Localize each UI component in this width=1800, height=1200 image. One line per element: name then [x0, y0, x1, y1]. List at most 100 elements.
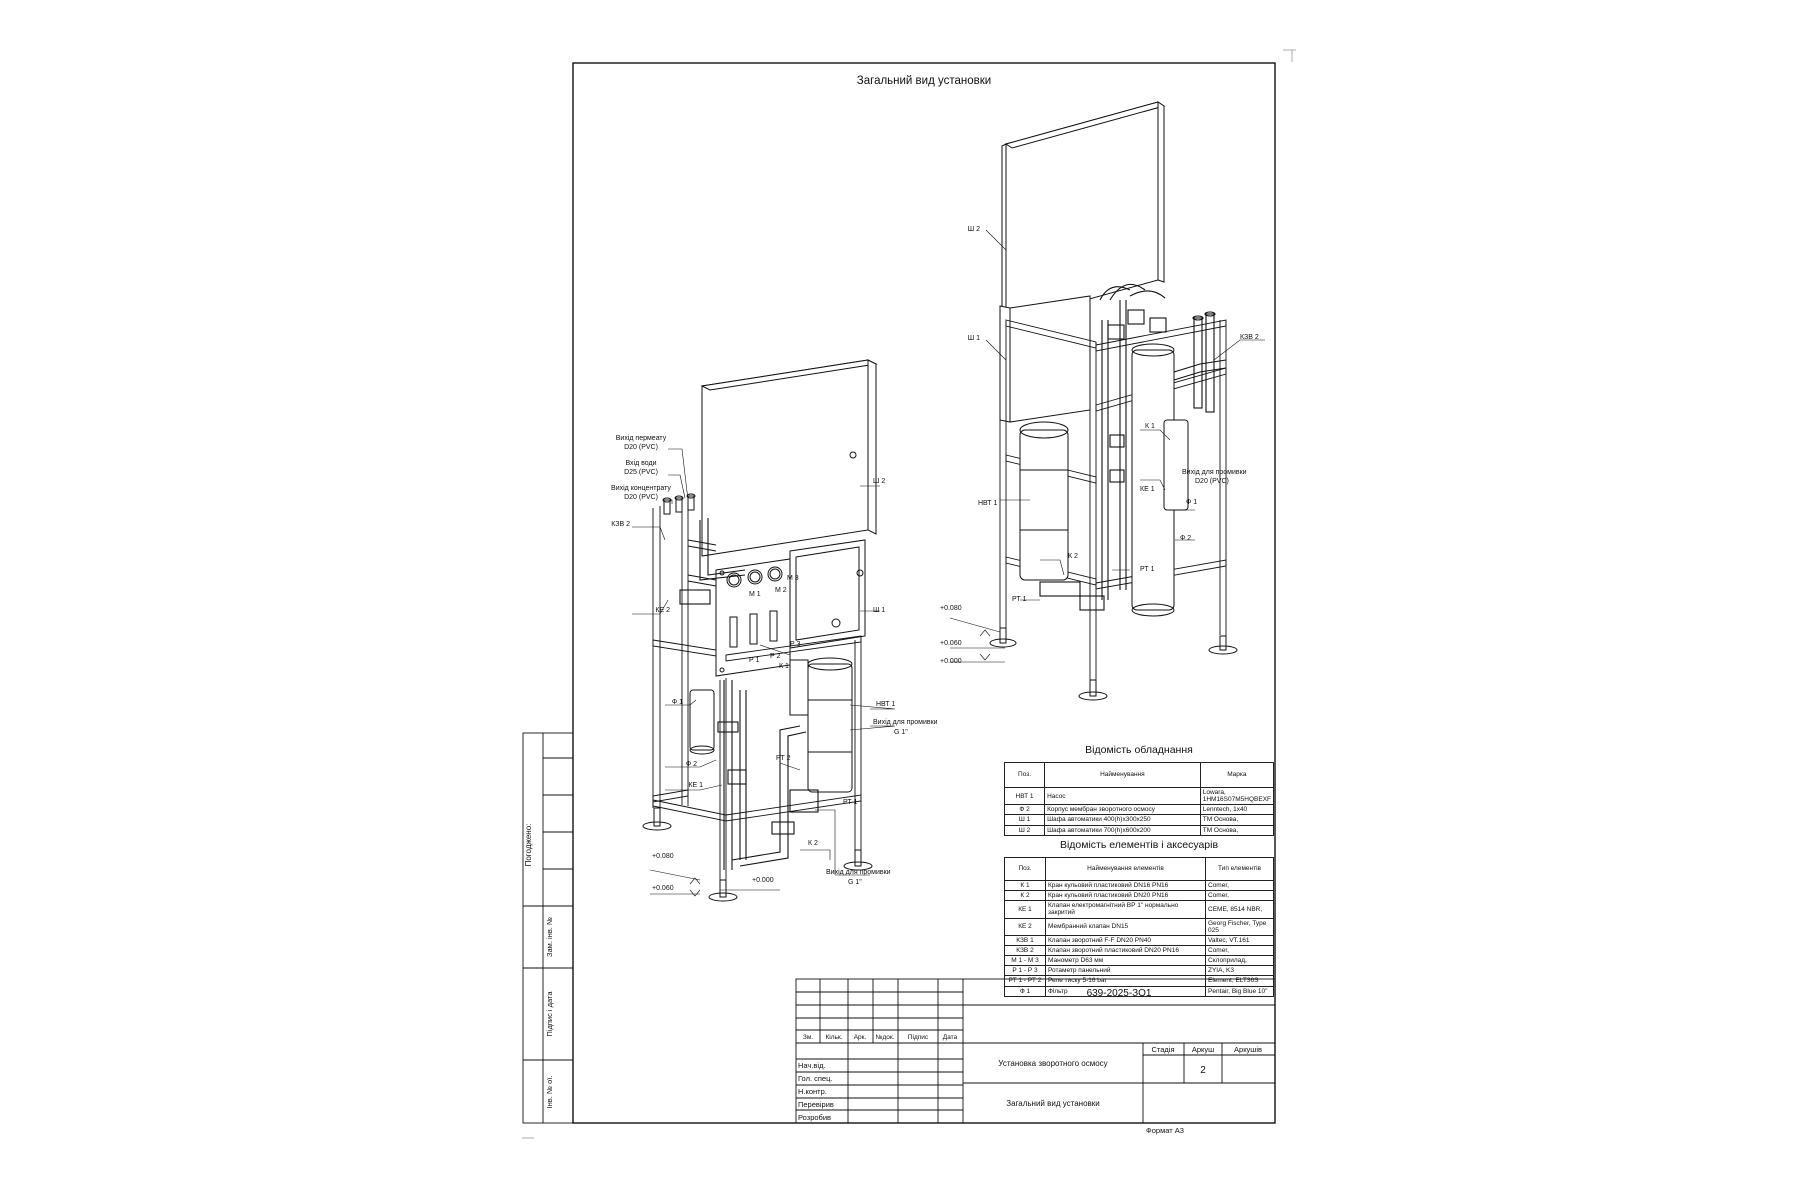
label-k2-right: К 2	[1068, 553, 1078, 560]
side-replace-inv-label: Зам. інв. №	[545, 917, 554, 957]
side-agreed-label: Погоджено:	[524, 824, 533, 867]
label-kzv2: КЗВ 2	[611, 521, 630, 528]
equipment-col-brand: Марка	[1199, 762, 1275, 788]
elements-row-cell: КЕ 2	[1004, 917, 1046, 936]
tb-role-1: Нач.від.	[798, 1061, 826, 1070]
equipment-row-cell: Шафа автоматики 700(h)x600x200	[1044, 824, 1201, 836]
elements-row-cell: Фільтр	[1045, 985, 1206, 997]
equipment-table-title: Відомість обладнання	[1085, 744, 1193, 756]
cabinet-sh1-right	[999, 295, 1091, 423]
tb-roles: Нач.від. Гол. спец. Н.контр. Перевірив Р…	[798, 1061, 834, 1122]
sheet-number: 2	[1200, 1065, 1206, 1076]
equipment-col-name: Найменування	[1044, 762, 1201, 788]
label-lvl-060: +0.060	[652, 885, 674, 892]
label-nvt1-right: НВТ 1	[978, 500, 997, 507]
elements-row-cell: Ротаметр панельний	[1045, 965, 1206, 977]
label-pt2: РТ 2	[776, 755, 791, 762]
label-pt1b-right: РТ 1	[1012, 596, 1027, 603]
elements-row-cell: Кран кульовий пластиковий DN16 PN16	[1045, 879, 1206, 892]
tb-role-5: Розробив	[798, 1113, 831, 1122]
equipment-row-cell: Шафа автоматики 400(h)x300x250	[1044, 814, 1201, 826]
stage-label: Стадія	[1151, 1045, 1174, 1054]
label-sh2: Ш 2	[873, 478, 885, 485]
elements-row-cell: М 1 - М 3	[1004, 955, 1046, 967]
label-lvl-080: +0.080	[652, 853, 674, 860]
label-pt1a-right: РТ 1	[1140, 566, 1155, 573]
left-view-labels: Вихід пермеату D20 (PVC) Вхід води D25 (…	[611, 434, 938, 892]
elements-table-title: Відомість елементів і аксесуарів	[1059, 839, 1219, 851]
elements-row-cell: Pentair, Big Blue 10"	[1205, 985, 1274, 997]
label-p1: Р 1	[749, 657, 760, 664]
side-sign-date-label: Підпис і дата	[545, 991, 554, 1037]
label-in-water: Вхід води	[625, 459, 656, 467]
cabinet-sh1-left	[789, 539, 866, 649]
side-inv-orig-label: Інв. № ої.	[545, 1076, 554, 1109]
elements-row-cell: РТ 1 - РТ 2	[1004, 975, 1046, 987]
label-out-concentrate-size: D20 (PVC)	[624, 494, 658, 501]
label-pt1: РТ 1	[843, 799, 858, 806]
cabinet-sh2-right	[1001, 101, 1166, 323]
label-sh2-right: Ш 2	[968, 226, 980, 233]
label-out-concentrate: Вихід концентрату	[611, 484, 671, 492]
elements-row-cell: Мембранний клапан DN15	[1045, 917, 1206, 936]
label-lvl-000-right: +0.000	[940, 658, 962, 665]
tb-col-ndoc: №док.	[875, 1034, 894, 1041]
control-panel-left	[715, 558, 791, 677]
leader-lines-left	[632, 448, 896, 876]
elements-row-cell: Клапан електромагнітний ВР 1" нормально …	[1045, 900, 1206, 919]
sheet-name: Загальний вид установки	[1006, 1099, 1100, 1108]
elements-row-cell: Element, ELT36S	[1205, 975, 1274, 987]
elements-row-cell: Р 1 - Р 3	[1004, 965, 1046, 977]
tb-col-ark: Арк.	[854, 1034, 867, 1041]
tb-col-zm: Зм.	[803, 1034, 813, 1041]
label-sh1-right: Ш 1	[968, 335, 980, 342]
label-lvl-000: +0.000	[752, 877, 774, 884]
elements-col-name: Найменування елементів	[1045, 857, 1206, 881]
elements-row-cell: Реле тиску 5-16 bar	[1045, 975, 1206, 987]
label-k1-right: К 1	[1145, 423, 1155, 430]
elements-row-cell: КЕ 1	[1004, 900, 1046, 919]
equipment-row-cell: ТМ Основа,	[1199, 814, 1275, 826]
level-marks-left	[649, 869, 780, 897]
label-lvl-080-right: +0.080	[940, 605, 962, 612]
pump-nvt1-left	[789, 657, 853, 793]
label-nvt1: НВТ 1	[876, 701, 895, 708]
feet-left	[642, 807, 873, 902]
label-f1-right: Ф 1	[1186, 499, 1197, 506]
elements-header-row: Поз. Найменування елементів Тип елементі…	[1004, 857, 1274, 881]
label-f2: Ф 2	[686, 761, 697, 768]
label-p3: Р 3	[790, 641, 801, 648]
drawing-title: Загальний вид установки	[857, 75, 991, 87]
feet-right	[989, 627, 1238, 701]
tb-role-4: Перевірив	[798, 1100, 834, 1109]
label-p2: Р 2	[770, 653, 781, 660]
pump-nvt1-right	[1019, 421, 1069, 581]
label-f2-right: Ф 2	[1180, 535, 1191, 542]
label-in-water-size: D25 (PVC)	[624, 469, 658, 476]
equipment-row-cell: Lenntech, 1x40	[1199, 804, 1275, 816]
tb-col-kilk: Кільк.	[825, 1033, 842, 1041]
elements-row-cell: Comer,	[1205, 879, 1274, 892]
equipment-row-cell: Ф 2	[1003, 804, 1046, 816]
level-marks-right	[949, 617, 1005, 663]
equipment-row-cell: Насос	[1044, 786, 1201, 806]
tb-col-headers: Зм. Кільк. Арк. №док. Підпис Дата	[803, 1033, 958, 1041]
elements-row-cell: Ф 1	[1004, 985, 1046, 997]
label-out-flush-2: Вихід для промивки	[826, 868, 891, 876]
equipment-row-cell: Ш 1	[1003, 814, 1046, 826]
equipment-row-cell: НВТ 1	[1003, 786, 1046, 806]
elements-row-cell: Comer,	[1205, 944, 1274, 957]
side-stamp	[522, 732, 574, 1124]
label-out-flush-2-size: G 1"	[848, 879, 862, 886]
label-m3: М 3	[787, 575, 799, 582]
